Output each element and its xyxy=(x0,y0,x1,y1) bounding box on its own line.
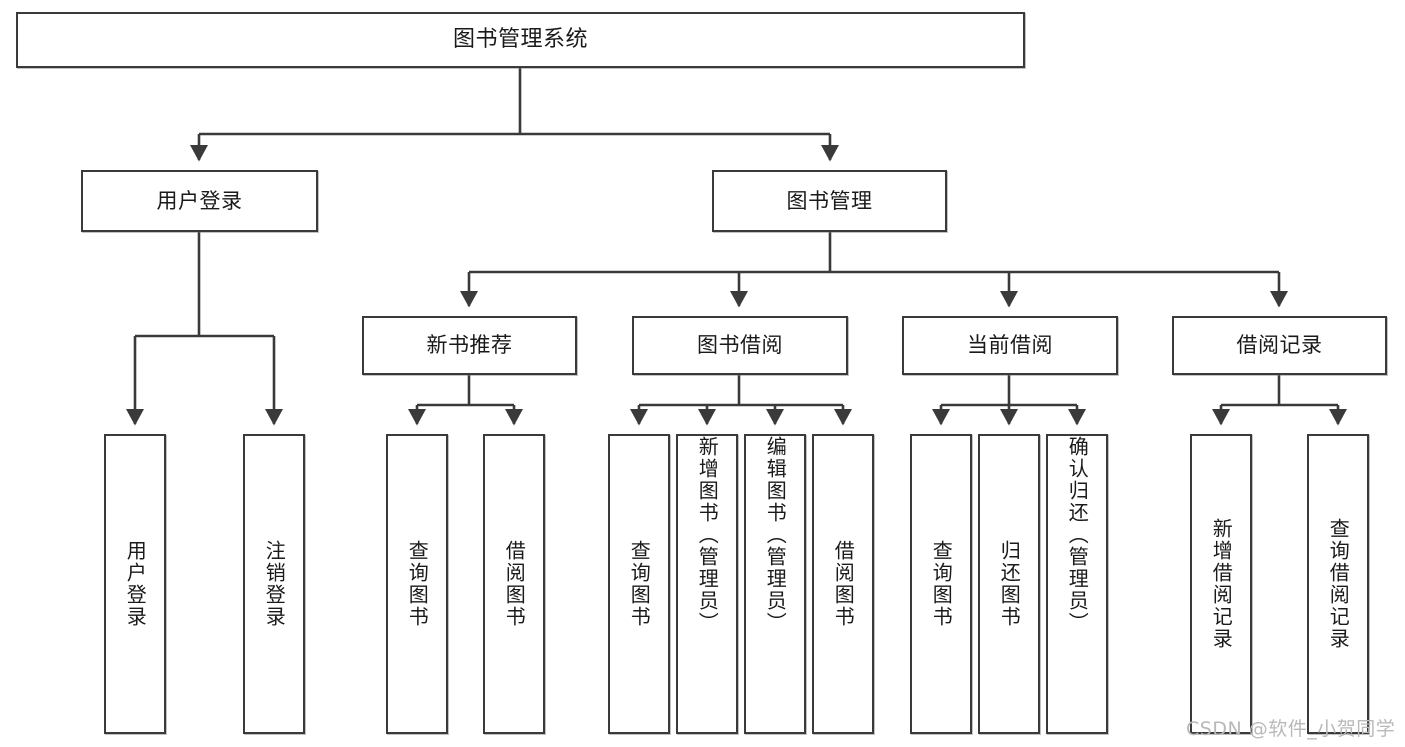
watermark: CSDN @软件_小贺同学 xyxy=(1186,718,1396,740)
node-label: 借阅记录 xyxy=(1236,333,1323,358)
node-current-borrow[interactable]: 当前借阅 xyxy=(902,316,1118,375)
node-new-book-recommend[interactable]: 新书推荐 xyxy=(362,316,577,375)
leaf-add-borrow-record[interactable]: 新增借阅记录 xyxy=(1190,434,1252,734)
node-label: 图书借阅 xyxy=(697,333,783,358)
node-book-borrow[interactable]: 图书借阅 xyxy=(632,316,848,375)
node-label: 新增借阅记录 xyxy=(1209,518,1234,650)
node-label: 编辑图书（管理员） xyxy=(763,436,788,634)
node-label: 当前借阅 xyxy=(967,333,1053,358)
leaf-query-book-recommend[interactable]: 查询图书 xyxy=(386,434,448,734)
leaf-add-book-admin[interactable]: 新增图书（管理员） xyxy=(676,434,738,734)
node-label: 用户登录 xyxy=(156,188,243,213)
node-label: 归还图书 xyxy=(997,540,1022,628)
leaf-borrow-book-recommend[interactable]: 借阅图书 xyxy=(483,434,545,734)
leaf-query-borrow-record[interactable]: 查询借阅记录 xyxy=(1307,434,1369,734)
node-label: 新增图书（管理员） xyxy=(695,436,720,634)
node-user-login[interactable]: 用户登录 xyxy=(81,170,318,232)
leaf-confirm-return-admin[interactable]: 确认归还（管理员） xyxy=(1046,434,1108,734)
leaf-query-book-current[interactable]: 查询图书 xyxy=(910,434,972,734)
node-label: 新书推荐 xyxy=(426,333,513,358)
node-label: 确认归还（管理员） xyxy=(1065,436,1090,634)
node-label: 查询图书 xyxy=(627,540,652,628)
node-label: 借阅图书 xyxy=(831,540,856,628)
leaf-user-login[interactable]: 用户登录 xyxy=(104,434,166,734)
leaf-query-book-borrow[interactable]: 查询图书 xyxy=(608,434,670,734)
node-label: 用户登录 xyxy=(123,540,148,628)
node-label: 查询图书 xyxy=(929,540,954,628)
node-borrow-record[interactable]: 借阅记录 xyxy=(1172,316,1387,375)
node-label: 图书管理系统 xyxy=(452,27,588,53)
leaf-return-book[interactable]: 归还图书 xyxy=(978,434,1040,734)
node-label: 查询借阅记录 xyxy=(1326,518,1351,650)
node-label: 查询图书 xyxy=(405,540,430,628)
leaf-edit-book-admin[interactable]: 编辑图书（管理员） xyxy=(744,434,806,734)
node-book-management[interactable]: 图书管理 xyxy=(712,170,947,232)
node-label: 注销登录 xyxy=(262,540,287,628)
node-root-book-management-system[interactable]: 图书管理系统 xyxy=(16,12,1025,68)
leaf-borrow-book[interactable]: 借阅图书 xyxy=(812,434,874,734)
node-label: 借阅图书 xyxy=(502,540,527,628)
leaf-user-logout[interactable]: 注销登录 xyxy=(243,434,305,734)
node-label: 图书管理 xyxy=(786,188,873,213)
